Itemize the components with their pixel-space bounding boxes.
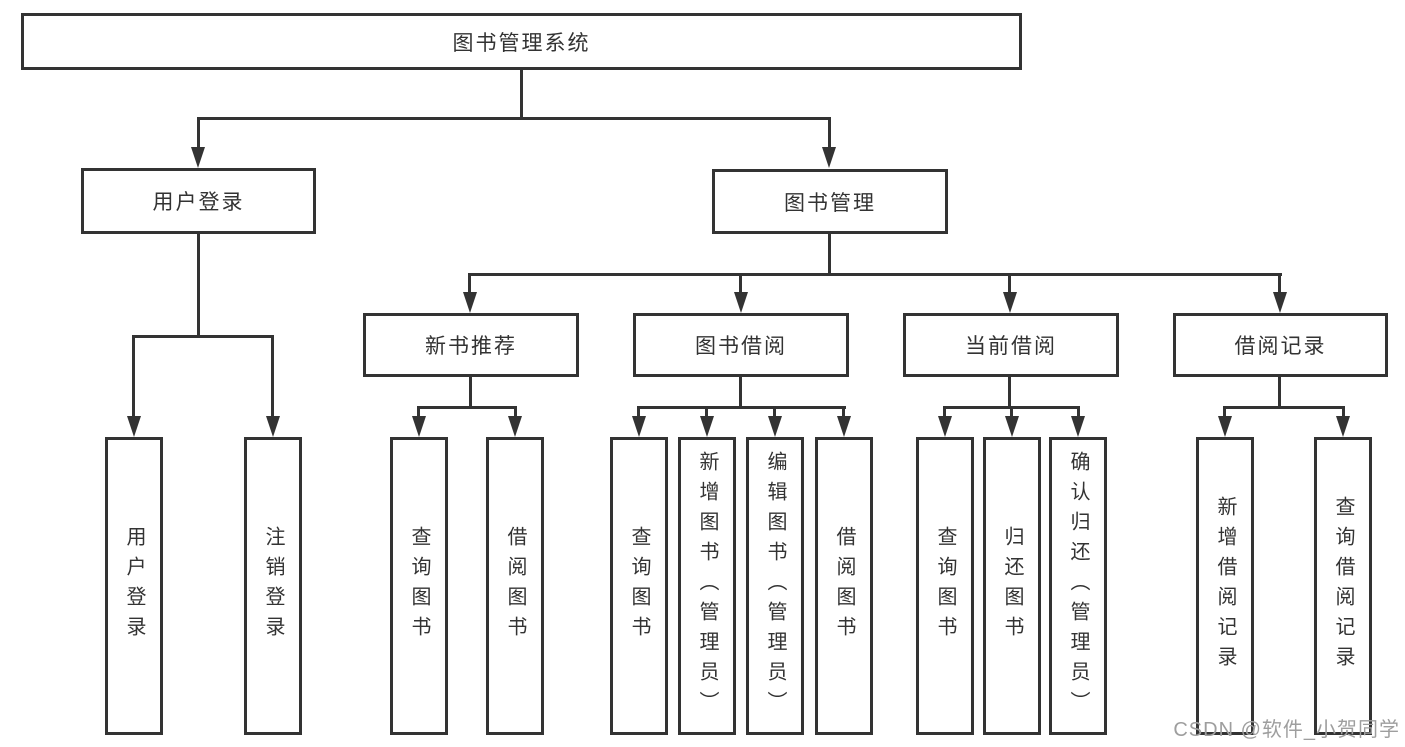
connector-line [132, 335, 274, 338]
leaf-logout: 注销登录 [244, 437, 302, 735]
connector-line [705, 406, 708, 420]
arrow-down-icon [508, 416, 522, 437]
arrow-down-icon [938, 416, 952, 437]
node-book-management-label: 图书管理 [784, 191, 876, 215]
connector-line [1223, 406, 1226, 420]
node-current-borrow-label: 当前借阅 [965, 335, 1057, 358]
connector-line [1008, 377, 1011, 409]
connector-line [468, 273, 1282, 276]
leaf-logout-label: 注销登录 [262, 526, 284, 646]
leaf-query-book-2-label: 查询图书 [628, 526, 650, 646]
connector-line [468, 273, 471, 293]
connector-line [773, 406, 776, 420]
node-new-book-recommend-label: 新书推荐 [425, 335, 517, 358]
connector-line [417, 406, 517, 409]
arrow-down-icon [127, 416, 141, 437]
connector-line [197, 234, 200, 338]
arrow-down-icon [191, 147, 205, 168]
leaf-return-book: 归还图书 [983, 437, 1041, 735]
arrow-down-icon [266, 416, 280, 437]
arrow-down-icon [463, 292, 477, 313]
connector-line [739, 377, 742, 409]
arrow-down-icon [822, 147, 836, 168]
connector-line [1278, 273, 1281, 293]
leaf-add-borrow-record-label: 新增借阅记录 [1214, 496, 1236, 676]
arrow-down-icon [734, 292, 748, 313]
arrow-down-icon [1003, 292, 1017, 313]
connector-line [514, 406, 517, 420]
arrow-down-icon [700, 416, 714, 437]
connector-line [132, 335, 135, 418]
leaf-edit-book-admin-label: 编辑图书（管理员） [764, 451, 786, 721]
connector-line [739, 273, 742, 293]
leaf-query-book-1-label: 查询图书 [408, 526, 430, 646]
leaf-add-book-admin: 新增图书（管理员） [678, 437, 736, 735]
node-book-borrow: 图书借阅 [633, 313, 849, 377]
node-root-label: 图书管理系统 [452, 31, 591, 55]
node-user-login: 用户登录 [81, 168, 316, 234]
leaf-confirm-return-admin-label: 确认归还（管理员） [1067, 451, 1089, 721]
node-new-book-recommend: 新书推荐 [363, 313, 579, 377]
connector-line [417, 406, 420, 420]
csdn-watermark: CSDN @软件_小贺同学 [1173, 719, 1400, 741]
node-root: 图书管理系统 [21, 13, 1022, 70]
arrow-down-icon [837, 416, 851, 437]
connector-line [637, 406, 846, 409]
leaf-add-borrow-record: 新增借阅记录 [1196, 437, 1254, 735]
leaf-user-login: 用户登录 [105, 437, 163, 735]
leaf-query-book-2: 查询图书 [610, 437, 668, 735]
arrow-down-icon [1336, 416, 1350, 437]
leaf-query-book-3-label: 查询图书 [934, 526, 956, 646]
arrow-down-icon [632, 416, 646, 437]
connector-line [271, 335, 274, 418]
leaf-borrow-book-1-label: 借阅图书 [504, 526, 526, 646]
node-user-login-label: 用户登录 [152, 191, 245, 214]
node-borrow-record-label: 借阅记录 [1234, 335, 1327, 358]
arrow-down-icon [1273, 292, 1287, 313]
node-borrow-record: 借阅记录 [1173, 313, 1388, 377]
leaf-user-login-label: 用户登录 [123, 526, 145, 646]
connector-line [469, 377, 472, 409]
connector-line [828, 234, 831, 276]
node-current-borrow: 当前借阅 [903, 313, 1119, 377]
leaf-query-book-1: 查询图书 [390, 437, 448, 735]
leaf-borrow-book-2-label: 借阅图书 [833, 526, 855, 646]
connector-line [637, 406, 640, 420]
arrow-down-icon [1071, 416, 1085, 437]
connector-line [1278, 377, 1281, 409]
connector-line [1342, 406, 1345, 420]
connector-line [1077, 406, 1080, 420]
leaf-query-borrow-record-label: 查询借阅记录 [1332, 496, 1354, 676]
leaf-borrow-book-1: 借阅图书 [486, 437, 544, 735]
connector-line [197, 117, 200, 149]
arrow-down-icon [768, 416, 782, 437]
connector-line [842, 406, 845, 420]
leaf-confirm-return-admin: 确认归还（管理员） [1049, 437, 1107, 735]
leaf-borrow-book-2: 借阅图书 [815, 437, 873, 735]
arrow-down-icon [1005, 416, 1019, 437]
connector-line [828, 117, 831, 149]
leaf-query-borrow-record: 查询借阅记录 [1314, 437, 1372, 735]
connector-line [943, 406, 946, 420]
arrow-down-icon [412, 416, 426, 437]
leaf-return-book-label: 归还图书 [1001, 526, 1023, 646]
connector-line [520, 69, 523, 120]
arrow-down-icon [1218, 416, 1232, 437]
connector-line [1223, 406, 1345, 409]
connector-line [1008, 273, 1011, 293]
leaf-edit-book-admin: 编辑图书（管理员） [746, 437, 804, 735]
connector-line [197, 117, 831, 120]
connector-line [1010, 406, 1013, 420]
node-book-borrow-label: 图书借阅 [695, 335, 787, 358]
leaf-query-book-3: 查询图书 [916, 437, 974, 735]
node-book-management: 图书管理 [712, 169, 948, 234]
leaf-add-book-admin-label: 新增图书（管理员） [696, 451, 718, 721]
